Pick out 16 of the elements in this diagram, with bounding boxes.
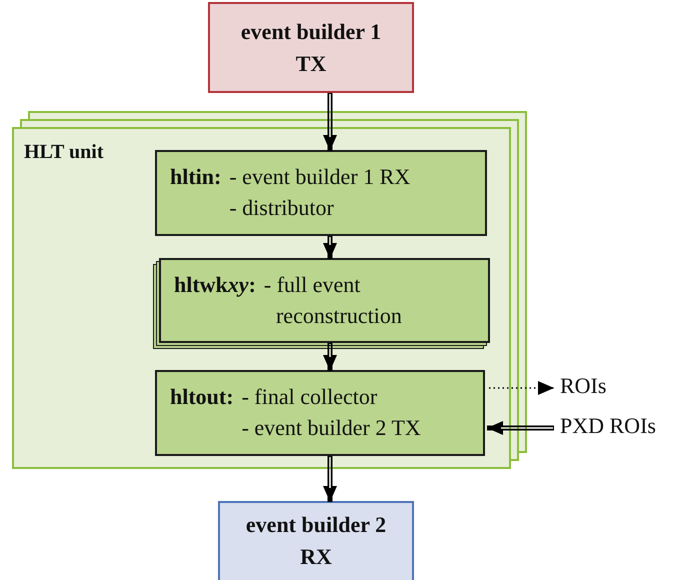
- task-item: - full event reconstruction: [264, 271, 403, 330]
- unit-panel: [12, 127, 511, 469]
- process-box: event builder 2 RX: [218, 501, 414, 580]
- process-name: hltwkxy:: [174, 271, 256, 299]
- process-name: hltout:: [170, 383, 234, 411]
- process-box: event builder 1 TX: [208, 2, 414, 93]
- signal-label: ROIs: [560, 373, 606, 399]
- process-box: [155, 150, 487, 236]
- unit-title: HLT unit: [24, 141, 104, 164]
- task-item: - final collector: [242, 383, 378, 411]
- task-item: - event builder 2 TX: [242, 414, 422, 442]
- process-box: [155, 370, 485, 456]
- task-item: - event builder 1 RX: [229, 163, 412, 191]
- task-item: - distributor: [229, 194, 335, 222]
- process-name: hltin:: [170, 163, 222, 191]
- signal-label: PXD ROIs: [560, 413, 656, 439]
